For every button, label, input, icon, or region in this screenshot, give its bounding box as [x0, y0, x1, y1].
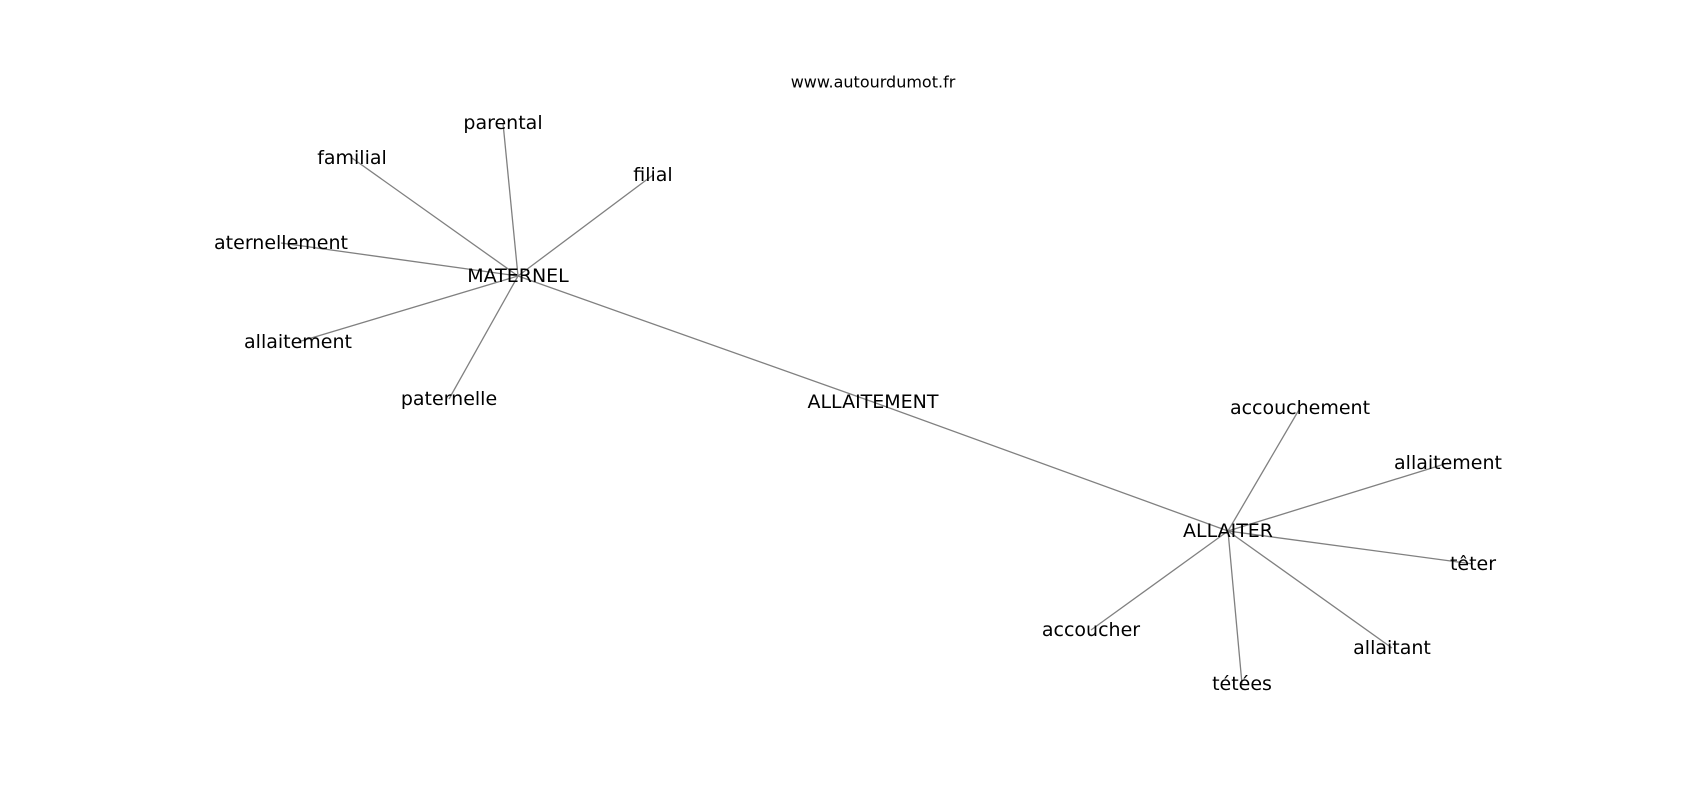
node-allaitement-right[interactable]: allaitement — [1394, 452, 1502, 474]
edge-allaiter-teter — [1227, 530, 1474, 565]
node-tetees[interactable]: tétées — [1212, 673, 1272, 695]
edge-allaiter-accouchement — [1227, 407, 1301, 532]
node-accouchement[interactable]: accouchement — [1230, 397, 1370, 419]
edge-maternel-parental — [502, 122, 519, 277]
node-accoucher[interactable]: accoucher — [1042, 619, 1140, 641]
edge-allaiter-accoucher — [1090, 530, 1229, 631]
node-paternelle[interactable]: paternelle — [401, 388, 497, 410]
node-aternellement[interactable]: aternellement — [214, 232, 348, 254]
edge-allaiter-allaitant — [1227, 530, 1393, 649]
node-maternel[interactable]: MATERNEL — [467, 265, 569, 287]
site-url: www.autourdumot.fr — [791, 73, 956, 92]
edge-allaiter-allaitement_right — [1227, 462, 1449, 532]
edge-allaitement_center-allaiter — [872, 401, 1229, 532]
edge-allaiter-tetees — [1227, 530, 1243, 685]
node-familial[interactable]: familial — [317, 147, 387, 169]
node-allaiter[interactable]: ALLAITER — [1183, 520, 1273, 542]
nodes-layer: ALLAITEMENT MATERNEL ALLAITER parental famil… — [214, 112, 1502, 695]
edge-maternel-familial — [351, 157, 519, 277]
edge-maternel-aternellement — [280, 242, 519, 277]
node-parental[interactable]: parental — [463, 112, 542, 134]
node-allaitant[interactable]: allaitant — [1353, 637, 1431, 659]
edge-maternel-paternelle — [448, 275, 519, 400]
edge-maternel-allaitement_center — [517, 275, 874, 403]
edge-maternel-allaitement_left — [297, 275, 519, 343]
node-allaitement-center[interactable]: ALLAITEMENT — [807, 391, 938, 413]
node-allaitement-left[interactable]: allaitement — [244, 331, 352, 353]
node-teter[interactable]: têter — [1450, 553, 1496, 575]
edge-maternel-filial — [517, 174, 654, 277]
node-filial[interactable]: filial — [633, 164, 672, 186]
edges-layer — [280, 122, 1474, 685]
